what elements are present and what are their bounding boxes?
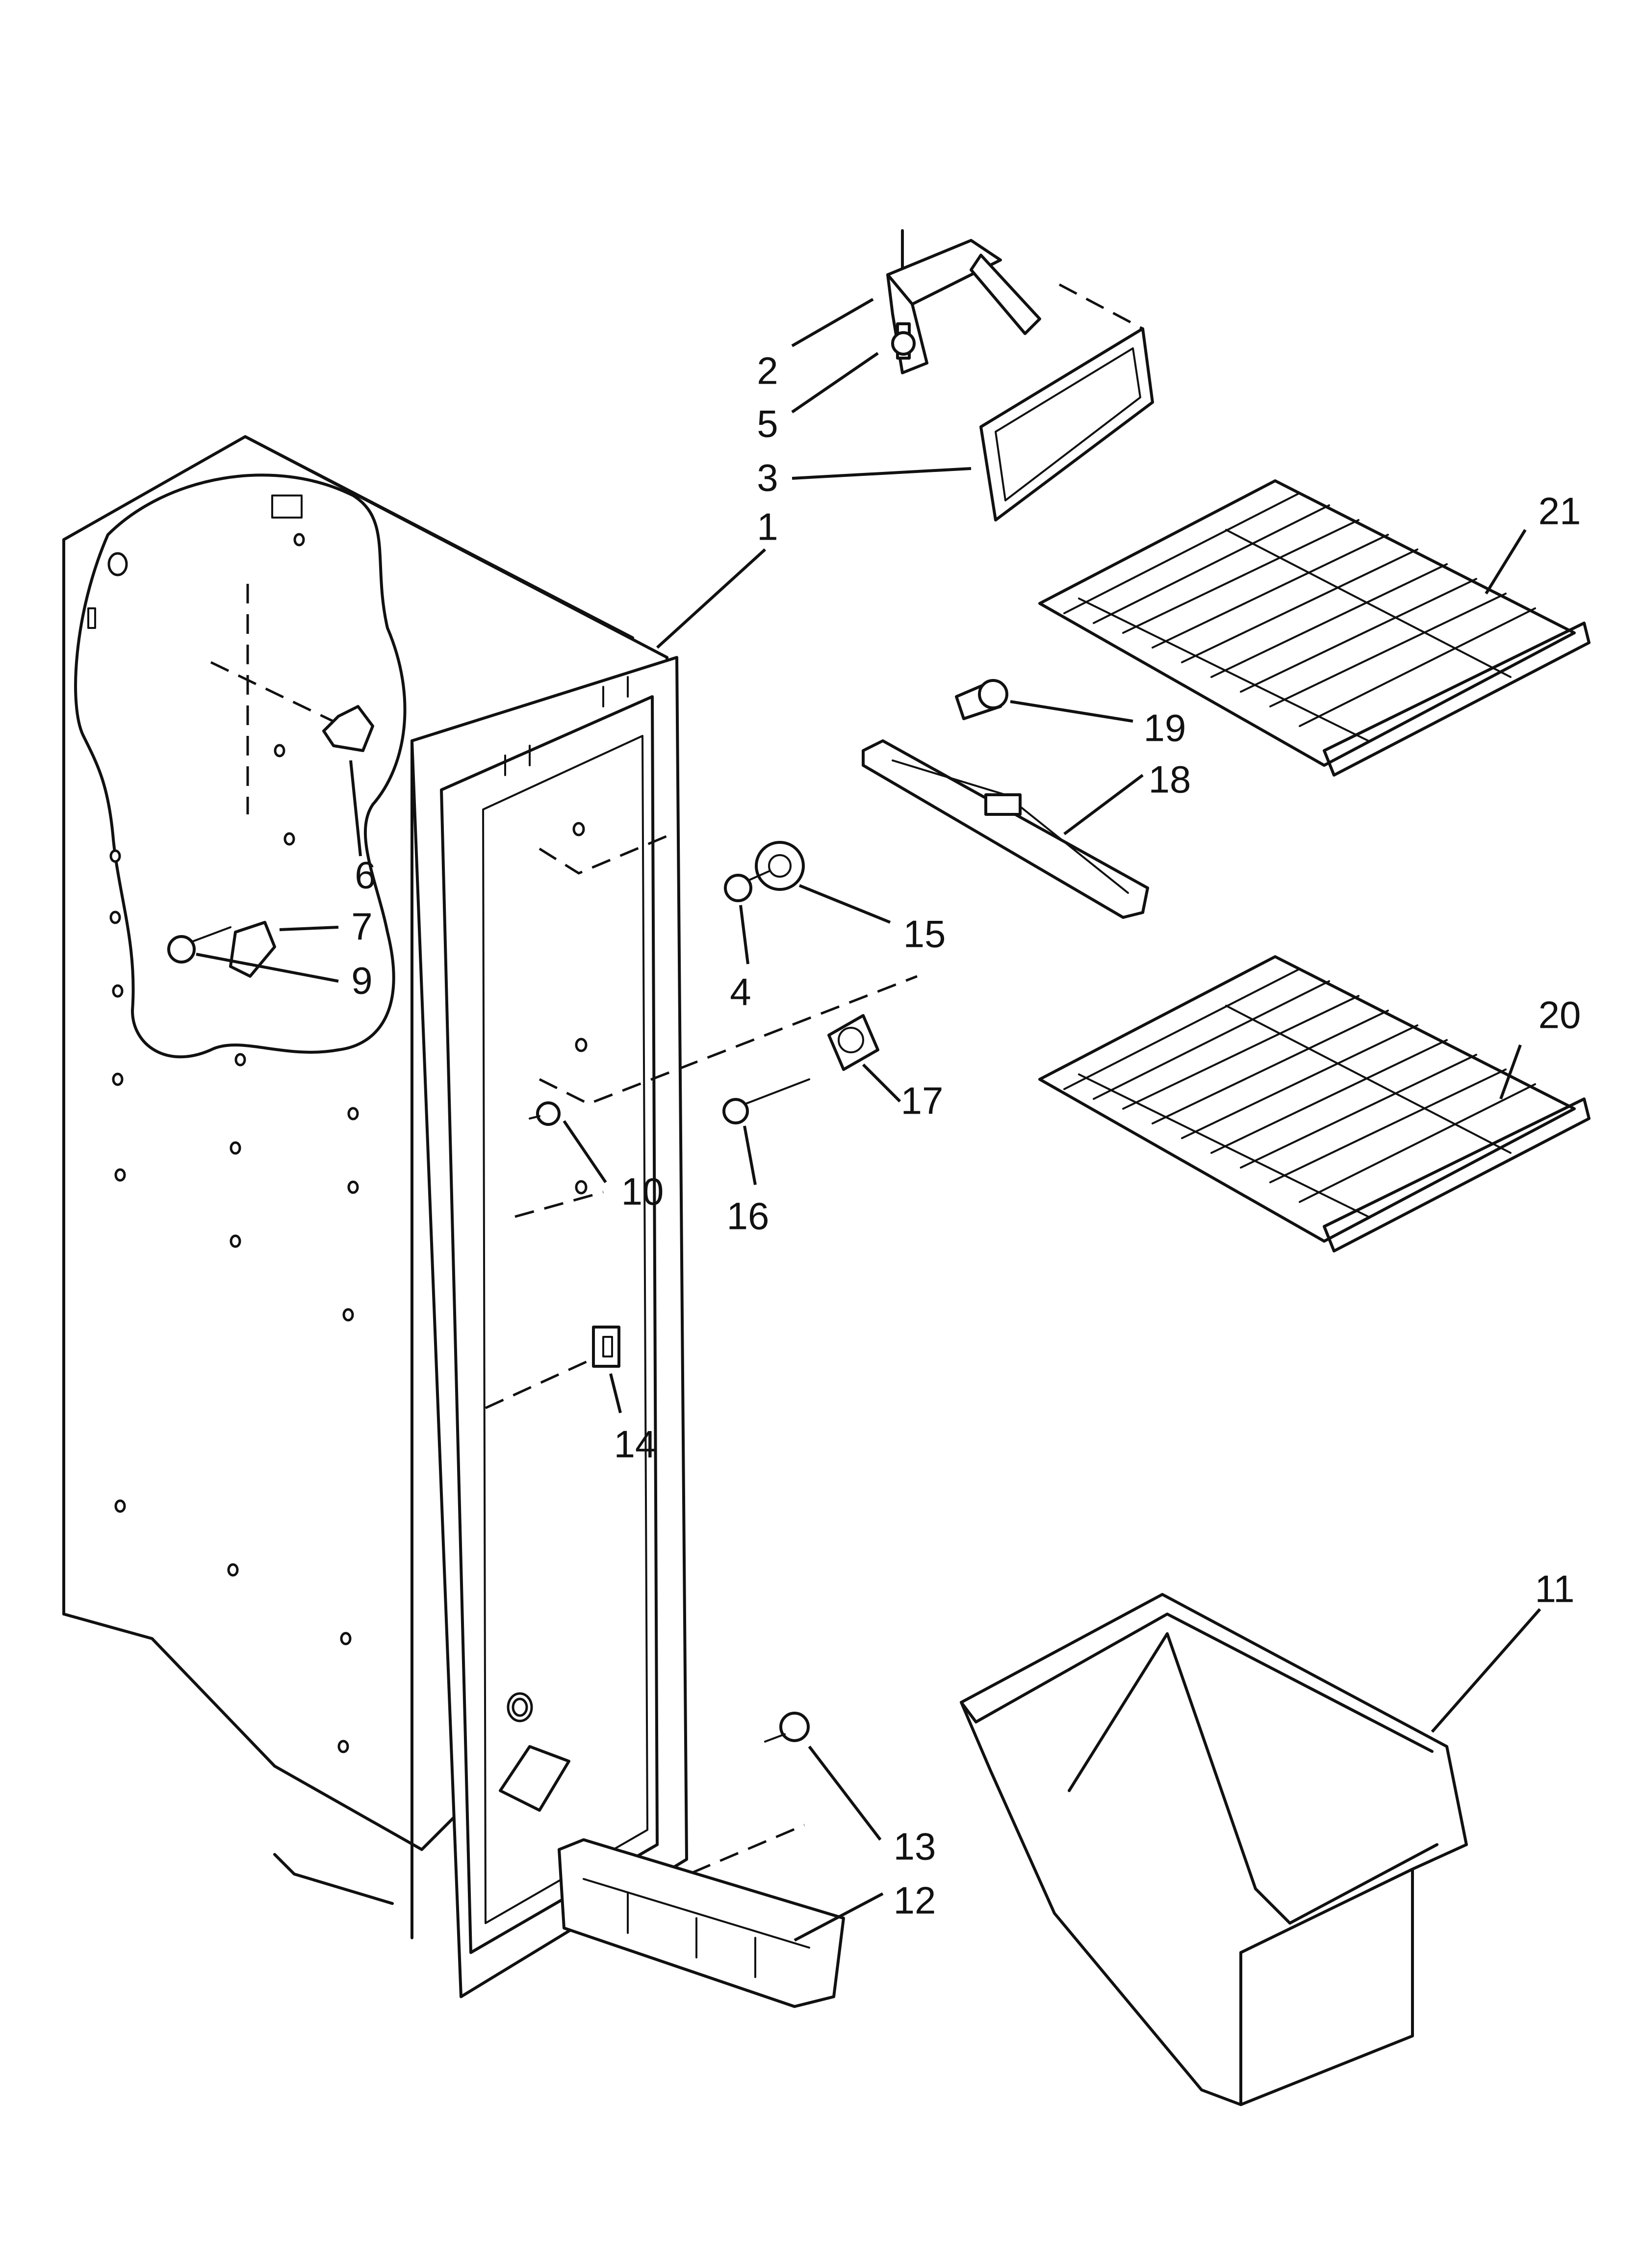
callout-14: 14 — [614, 1423, 657, 1466]
callout-17: 17 — [901, 1079, 944, 1122]
callout-18: 18 — [1149, 758, 1191, 801]
callout-13: 13 — [894, 1825, 936, 1868]
callout-21: 21 — [1539, 490, 1581, 533]
callout-19: 19 — [1144, 706, 1186, 750]
callout-6: 6 — [355, 854, 376, 897]
wire-shelf-21 — [1038, 479, 1591, 777]
callout-4: 4 — [730, 970, 751, 1014]
storage-bin — [960, 1593, 1468, 2106]
wire-shelf-20 — [1038, 955, 1591, 1252]
callout-labels: 2 5 3 1 21 19 18 6 7 15 9 4 20 17 10 16 … — [351, 349, 1581, 1922]
callout-5: 5 — [757, 402, 778, 445]
callout-12: 12 — [894, 1879, 936, 1922]
callout-2: 2 — [757, 349, 778, 392]
hardware-left — [167, 705, 879, 2008]
shelf-bracket-assembly — [886, 229, 1154, 521]
callout-11: 11 — [1535, 1567, 1575, 1611]
callout-1: 1 — [757, 505, 778, 548]
callout-20: 20 — [1539, 993, 1581, 1037]
leader-arrows — [196, 298, 1541, 1942]
callout-9: 9 — [351, 959, 372, 1002]
callout-16: 16 — [727, 1195, 770, 1238]
shelf-rail — [862, 679, 1149, 919]
callout-10: 10 — [621, 1170, 664, 1213]
callout-15: 15 — [903, 912, 946, 956]
callout-3: 3 — [757, 456, 778, 499]
callout-7: 7 — [351, 905, 372, 948]
freezer-liner — [62, 435, 918, 1998]
